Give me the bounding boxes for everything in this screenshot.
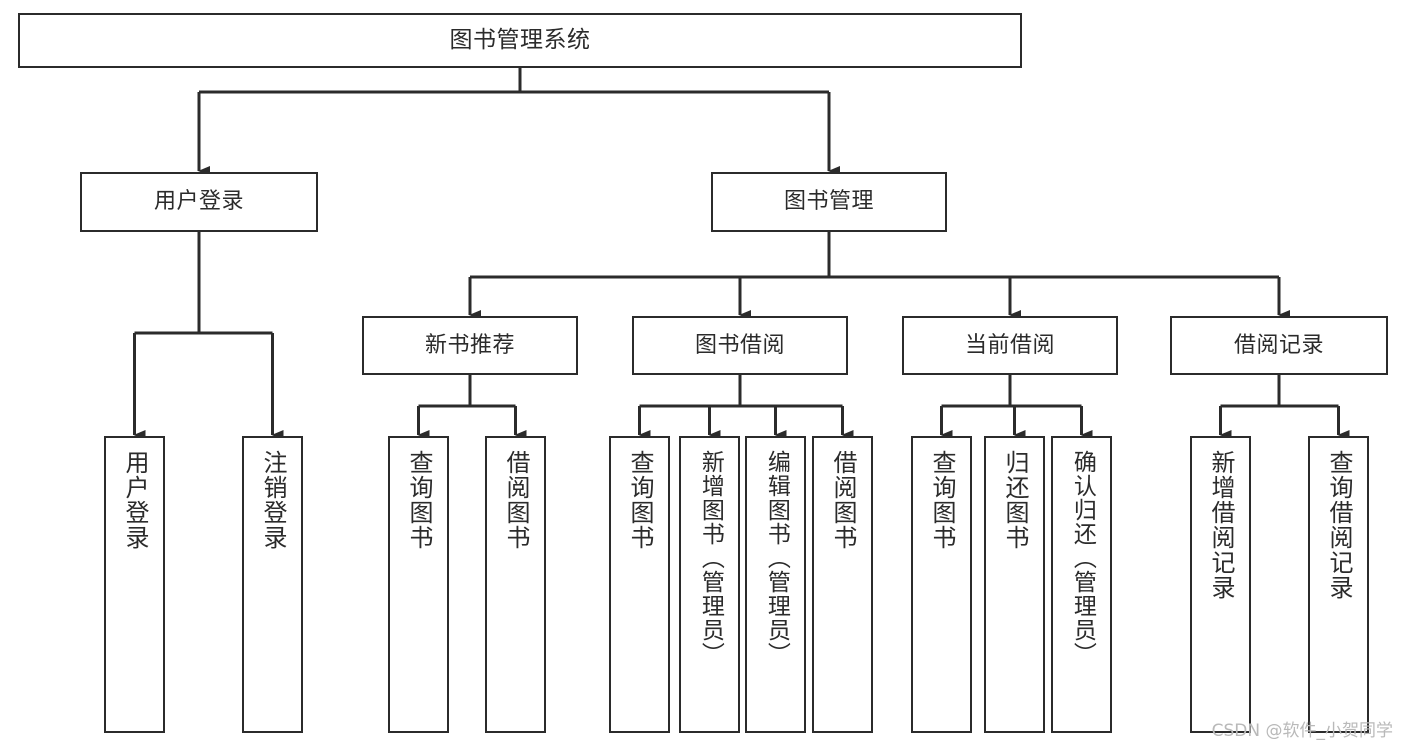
node-label: 查询图书 — [927, 450, 956, 550]
node-l-rec-2[interactable]: 查询借阅记录 — [1308, 436, 1369, 733]
node-bookmgmt[interactable]: 图书管理 — [711, 172, 947, 232]
node-label: 借阅图书 — [501, 450, 530, 550]
node-label: 用户登录 — [153, 189, 244, 215]
node-l-new-1[interactable]: 查询图书 — [388, 436, 449, 733]
node-records[interactable]: 借阅记录 — [1170, 316, 1388, 375]
node-label: 图书管理 — [783, 189, 874, 215]
node-l-cur-1[interactable]: 查询图书 — [911, 436, 972, 733]
node-label: 借阅记录 — [1233, 332, 1324, 358]
node-l-bor-1[interactable]: 查询图书 — [609, 436, 670, 733]
node-l-cur-3[interactable]: 确认归还（管理员） — [1051, 436, 1112, 733]
watermark-text: CSDN @软件_小贺同学 — [1211, 721, 1393, 741]
node-label: 图书借阅 — [694, 332, 785, 358]
node-l-login-1[interactable]: 用户登录 — [104, 436, 165, 733]
node-login[interactable]: 用户登录 — [80, 172, 318, 232]
node-label: 查询图书 — [625, 450, 654, 550]
node-current[interactable]: 当前借阅 — [902, 316, 1118, 375]
node-l-rec-1[interactable]: 新增借阅记录 — [1190, 436, 1251, 733]
node-label: 注销登录 — [258, 450, 287, 550]
node-l-login-2[interactable]: 注销登录 — [242, 436, 303, 733]
node-label: 当前借阅 — [964, 332, 1055, 358]
node-label: 图书管理系统 — [449, 27, 591, 54]
node-label: 归还图书 — [1000, 450, 1029, 550]
node-l-bor-2[interactable]: 新增图书（管理员） — [679, 436, 740, 733]
node-label: 借阅图书 — [828, 450, 857, 550]
node-label: 编辑图书（管理员） — [763, 450, 790, 666]
node-label: 确认归还（管理员） — [1069, 450, 1096, 666]
node-borrow[interactable]: 图书借阅 — [632, 316, 848, 375]
node-label: 新增图书（管理员） — [697, 450, 724, 666]
node-label: 查询图书 — [404, 450, 433, 550]
node-l-cur-2[interactable]: 归还图书 — [984, 436, 1045, 733]
node-label: 查询借阅记录 — [1324, 450, 1353, 600]
node-root[interactable]: 图书管理系统 — [18, 13, 1022, 68]
node-newbook[interactable]: 新书推荐 — [362, 316, 578, 375]
node-l-new-2[interactable]: 借阅图书 — [485, 436, 546, 733]
node-label: 用户登录 — [120, 450, 149, 550]
node-l-bor-4[interactable]: 借阅图书 — [812, 436, 873, 733]
node-label: 新增借阅记录 — [1206, 450, 1235, 600]
node-l-bor-3[interactable]: 编辑图书（管理员） — [745, 436, 806, 733]
node-label: 新书推荐 — [424, 332, 515, 358]
